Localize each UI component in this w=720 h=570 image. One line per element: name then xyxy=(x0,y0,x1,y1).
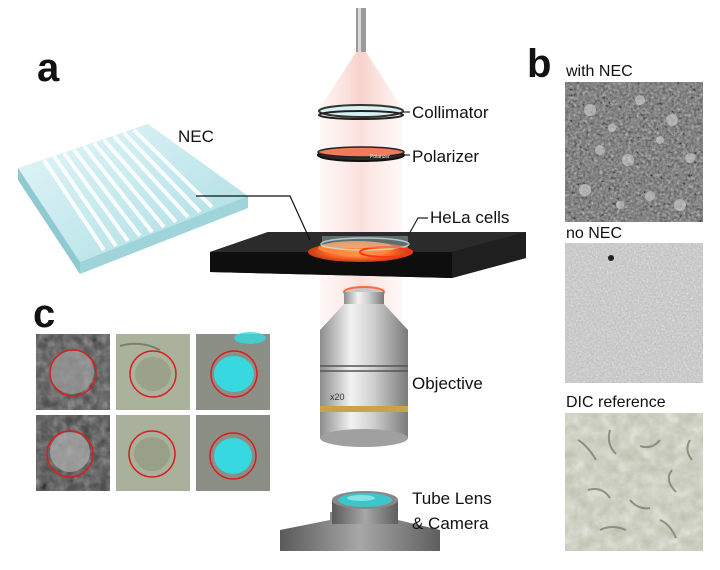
tube-lens-label-line1: Tube Lens xyxy=(412,489,492,508)
image-with-nec xyxy=(565,82,703,222)
panel-letter-a: a xyxy=(37,46,60,90)
image-no-nec xyxy=(565,243,703,383)
cell-tile-4 xyxy=(36,415,110,491)
image-dic-reference xyxy=(565,413,703,551)
tube-lens-label-line2: & Camera xyxy=(412,514,489,533)
tube-lens-camera xyxy=(280,491,440,551)
panel-letter-b: b xyxy=(527,42,552,86)
hela-sample-dish xyxy=(308,236,413,262)
polarizer-marking: Polarizer xyxy=(370,154,390,160)
panel-b-label-no-nec: no NEC xyxy=(566,225,623,242)
cell-tile-6 xyxy=(196,415,270,491)
objective-label: Objective xyxy=(412,374,483,393)
panel-b-label-with-nec: with NEC xyxy=(566,63,633,80)
cell-tile-3 xyxy=(196,332,270,410)
objective-lens: x20 xyxy=(320,286,408,447)
cell-tile-2 xyxy=(116,334,190,410)
collimator-lens xyxy=(318,104,404,120)
cell-tile-1 xyxy=(36,334,110,410)
panel-b-label-dic-reference: DIC reference xyxy=(566,394,666,411)
nec-label: NEC xyxy=(178,127,214,146)
collimator-label: Collimator xyxy=(412,103,489,122)
objective-marking: x20 xyxy=(330,392,345,402)
panel-letter-c: c xyxy=(33,292,56,336)
polarizer-label: Polarizer xyxy=(412,147,480,166)
polarizer-disk: Polarizer xyxy=(317,146,405,162)
cell-tile-5 xyxy=(116,415,190,491)
hela-cells-label: HeLa cells xyxy=(430,208,510,227)
nec-connector-line xyxy=(196,195,311,241)
hela-leader xyxy=(407,217,428,237)
nec-plate xyxy=(18,124,248,274)
light-source xyxy=(356,8,366,52)
